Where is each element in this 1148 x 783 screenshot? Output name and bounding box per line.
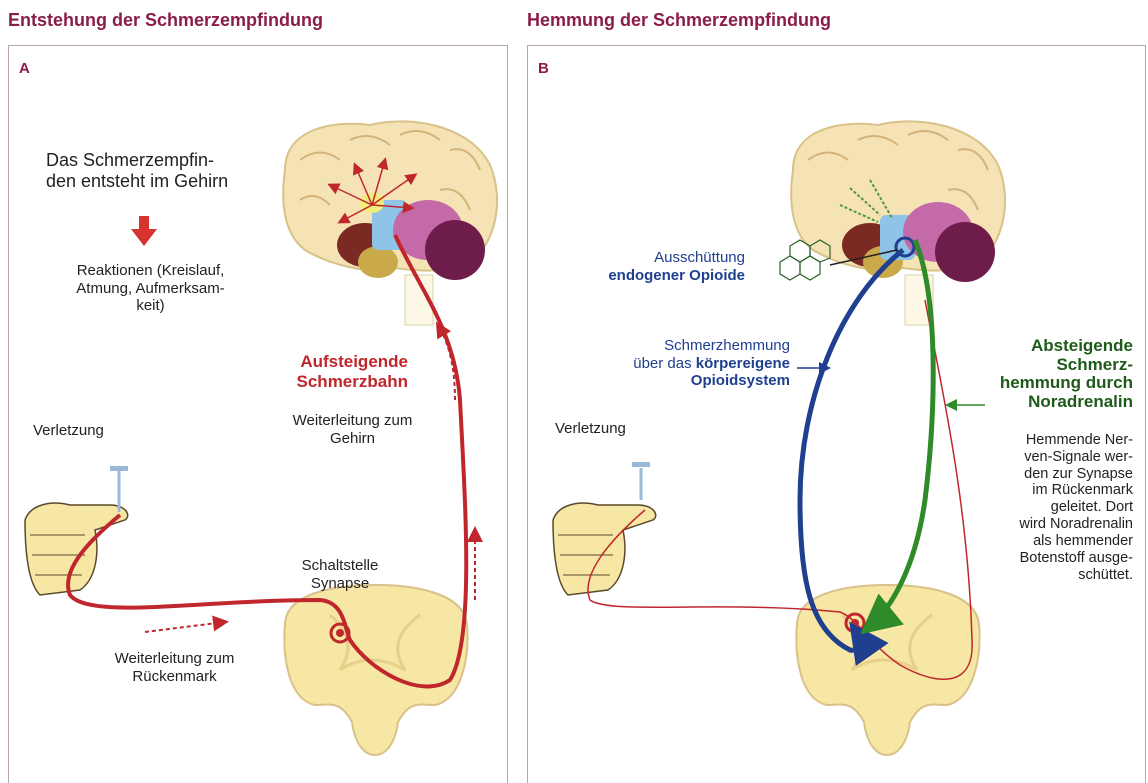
synapse-line2: Synapse (270, 575, 410, 593)
reactions-line2: Atmung, Aufmerksam- (48, 280, 253, 298)
thumb-illustration-a (25, 503, 128, 595)
down-arrow-icon (131, 216, 157, 246)
descending-line1: Absteigende (968, 337, 1133, 356)
opioid-release-label: Ausschüttung endogener Opioide (575, 249, 745, 284)
explanation-line-3: den zur Synapse (978, 466, 1133, 483)
reactions-line1: Reaktionen (Kreislauf, (48, 262, 253, 280)
release-line1: Ausschüttung (575, 249, 745, 267)
opioid-inhibition-label: Schmerzhemmung über das körpereigene Opi… (565, 337, 790, 390)
descending-explanation: Hemmende Ner- ven-Signale wer- den zur S… (978, 432, 1133, 583)
brain-illustration-b (791, 121, 1005, 325)
to-brain-line1: Weiterleitung zum (270, 412, 435, 430)
descending-line4: Noradrenalin (968, 393, 1133, 412)
to-brain-line2: Gehirn (270, 430, 435, 448)
explanation-line-5: geleitet. Dort (978, 499, 1133, 516)
dashed-arrow-cord (145, 622, 225, 632)
injury-label-b: Verletzung (555, 420, 626, 438)
brain-origin-line1: Das Schmerzempfin- (46, 150, 228, 171)
inhibition-line2: über das körpereigene (565, 355, 790, 373)
synapse-line1: Schaltstelle (270, 557, 410, 575)
explanation-line-1: Hemmende Ner- (978, 432, 1133, 449)
to-cord-line2: Rückenmark (92, 668, 257, 686)
reactions-text: Reaktionen (Kreislauf, Atmung, Aufmerksa… (48, 262, 253, 315)
pathway-label-line1: Aufsteigende (278, 352, 408, 372)
brain-illustration-a (283, 121, 497, 325)
explanation-line-2: ven-Signale wer- (978, 449, 1133, 466)
injury-label-a: Verletzung (33, 422, 104, 440)
ascending-pathway-label: Aufsteigende Schmerzbahn (278, 352, 408, 392)
to-cord-line1: Weiterleitung zum (92, 650, 257, 668)
descending-line2: Schmerz- (968, 356, 1133, 375)
explanation-line-9: schüttet. (978, 567, 1133, 584)
inhibition-line2-prefix: über das (633, 355, 696, 372)
pathway-label-line2: Schmerzbahn (278, 372, 408, 392)
to-cord-label: Weiterleitung zum Rückenmark (92, 650, 257, 685)
explanation-line-4: im Rückenmark (978, 482, 1133, 499)
descending-line3: hemmung durch (968, 374, 1133, 393)
explanation-line-6: wird Noradrenalin (978, 516, 1133, 533)
explanation-line-7: als hemmender (978, 533, 1133, 550)
needle-icon-b (632, 462, 650, 500)
explanation-line-8: Botenstoff ausge- (978, 550, 1133, 567)
synapse-label: Schaltstelle Synapse (270, 557, 410, 592)
spinal-cord-illustration-a (284, 585, 467, 755)
reactions-line3: keit) (48, 297, 253, 315)
release-line2: endogener Opioide (575, 267, 745, 285)
inhibition-line3: Opioidsystem (565, 372, 790, 390)
thumb-illustration-b (553, 503, 656, 595)
inhibition-line1: Schmerzhemmung (565, 337, 790, 355)
brain-origin-line2: den entsteht im Gehirn (46, 171, 228, 192)
to-brain-label: Weiterleitung zum Gehirn (270, 412, 435, 447)
inhibition-line2-bold: körpereigene (696, 355, 790, 372)
brain-origin-text: Das Schmerzempfin- den entsteht im Gehir… (46, 150, 228, 192)
descending-inhibition-label: Absteigende Schmerz- hemmung durch Norad… (968, 337, 1133, 412)
